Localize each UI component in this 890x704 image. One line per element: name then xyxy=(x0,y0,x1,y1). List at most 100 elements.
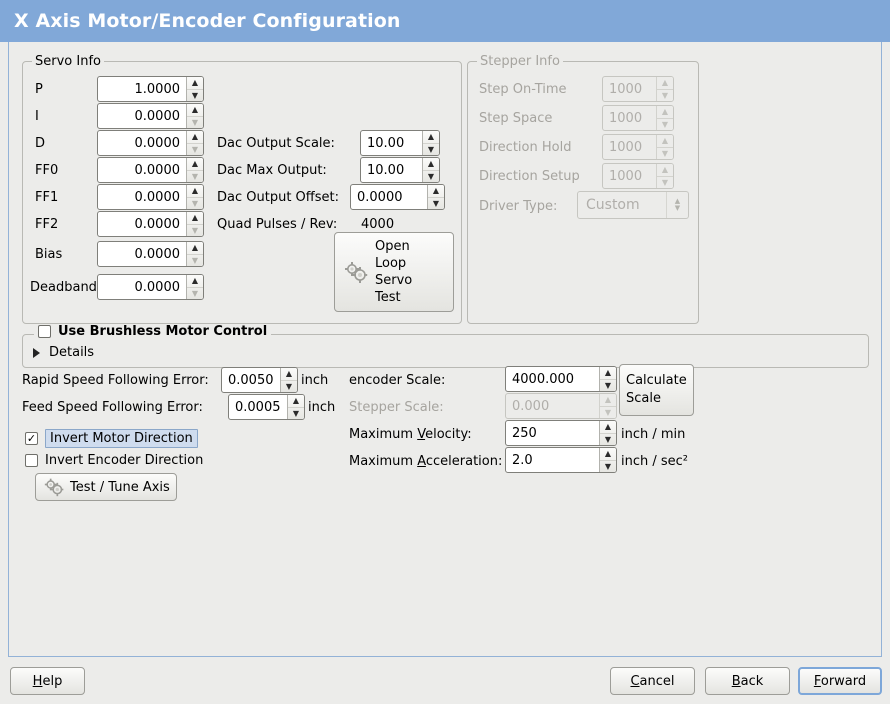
maximum-acceleration-value: 2.0 xyxy=(512,452,533,468)
rapid-speed-spinner[interactable]: ▲ ▼ xyxy=(280,368,297,392)
feed-speed-following-error-input[interactable]: 0.0005 ▲ ▼ xyxy=(228,394,305,420)
servo-input-ff2-spinner[interactable]: ▲ ▼ xyxy=(186,212,203,236)
feed-speed-spinner[interactable]: ▲ ▼ xyxy=(287,395,304,419)
spinner-up-icon[interactable]: ▲ xyxy=(191,186,199,195)
servo-input-deadband[interactable]: 0.0000 ▲ ▼ xyxy=(97,274,204,300)
spinner-up-icon[interactable]: ▲ xyxy=(604,368,612,377)
spinner-down-icon[interactable]: ▼ xyxy=(187,143,203,155)
servo-label-deadband: Deadband xyxy=(30,280,97,295)
encoder-scale-input[interactable]: 4000.000 ▲ ▼ xyxy=(505,366,617,392)
servo-info-frame: Servo Info xyxy=(22,54,462,324)
servo-input-ff1-spinner[interactable]: ▲ ▼ xyxy=(186,185,203,209)
maximum-acceleration-input[interactable]: 2.0 ▲ ▼ xyxy=(505,447,617,473)
rapid-speed-following-error-input[interactable]: 0.0050 ▲ ▼ xyxy=(221,367,298,393)
test-tune-axis-button[interactable]: Test / Tune Axis xyxy=(35,473,177,501)
gears-icon xyxy=(343,260,369,284)
spinner-up-icon[interactable]: ▲ xyxy=(191,78,199,87)
spinner-down-icon[interactable]: ▼ xyxy=(423,143,439,155)
servo-input-ff0-spinner[interactable]: ▲ ▼ xyxy=(186,158,203,182)
spinner-down-icon[interactable]: ▼ xyxy=(187,224,203,236)
servo-input-p-spinner[interactable]: ▲ ▼ xyxy=(186,77,203,101)
step-on-time-label: Step On-Time xyxy=(479,82,567,97)
dac-max-output-spinner[interactable]: ▲ ▼ xyxy=(422,158,439,182)
spinner-up-icon[interactable]: ▲ xyxy=(285,369,293,378)
servo-input-ff0[interactable]: 0.0000 ▲ ▼ xyxy=(97,157,204,183)
stepper-info-frame: Stepper Info xyxy=(467,54,699,324)
dac-max-output-input[interactable]: 10.00 ▲ ▼ xyxy=(360,157,440,183)
servo-input-d-spinner[interactable]: ▲ ▼ xyxy=(186,131,203,155)
spinner-down-icon[interactable]: ▼ xyxy=(600,379,616,391)
spinner-up-icon[interactable]: ▲ xyxy=(604,449,612,458)
servo-label-ff1: FF1 xyxy=(35,190,59,205)
servo-input-bias[interactable]: 0.0000 ▲ ▼ xyxy=(97,241,204,267)
servo-input-i-spinner[interactable]: ▲ ▼ xyxy=(186,104,203,128)
servo-label-d: D xyxy=(35,136,46,151)
dac-output-scale-input[interactable]: 10.00 ▲ ▼ xyxy=(360,130,440,156)
spinner-up-icon[interactable]: ▲ xyxy=(191,276,199,285)
dac-max-output-value: 10.00 xyxy=(367,162,405,178)
maximum-velocity-label: Maximum Velocity: xyxy=(349,427,472,442)
back-button[interactable]: Back xyxy=(705,667,790,695)
spinner-down-icon[interactable]: ▼ xyxy=(428,197,444,209)
spinner-up-icon[interactable]: ▲ xyxy=(191,213,199,222)
maximum-velocity-spinner[interactable]: ▲ ▼ xyxy=(599,421,616,445)
maximum-velocity-input[interactable]: 250 ▲ ▼ xyxy=(505,420,617,446)
help-button[interactable]: Help xyxy=(10,667,85,695)
spinner-up-icon[interactable]: ▲ xyxy=(191,243,199,252)
dac-output-offset-spinner[interactable]: ▲ ▼ xyxy=(427,185,444,209)
dac-output-scale-spinner[interactable]: ▲ ▼ xyxy=(422,131,439,155)
forward-button[interactable]: Forward xyxy=(798,667,882,695)
cancel-button[interactable]: Cancel xyxy=(610,667,695,695)
calculate-scale-button[interactable]: Calculate Scale xyxy=(619,364,694,416)
spinner-down-icon[interactable]: ▼ xyxy=(187,89,203,101)
spinner-down-icon[interactable]: ▼ xyxy=(600,433,616,445)
spinner-up-icon[interactable]: ▲ xyxy=(191,132,199,141)
spinner-up-icon[interactable]: ▲ xyxy=(191,159,199,168)
spinner-down-icon[interactable]: ▼ xyxy=(187,116,203,128)
use-brushless-motor-control-checkbox[interactable]: Use Brushless Motor Control xyxy=(34,324,272,339)
details-expander[interactable]: Details xyxy=(33,345,94,360)
servo-input-i[interactable]: 0.0000 ▲ ▼ xyxy=(97,103,204,129)
invert-motor-direction-checkbox[interactable]: ✓ Invert Motor Direction xyxy=(25,429,198,448)
servo-input-ff2[interactable]: 0.0000 ▲ ▼ xyxy=(97,211,204,237)
dac-output-offset-input[interactable]: 0.0000 ▲ ▼ xyxy=(350,184,445,210)
driver-type-value: Custom xyxy=(586,197,640,213)
spinner-up-icon[interactable]: ▲ xyxy=(432,186,440,195)
open-loop-servo-test-button[interactable]: Open Loop Servo Test xyxy=(334,232,454,312)
stepper-scale-label: Stepper Scale: xyxy=(349,400,444,415)
chevron-right-icon[interactable] xyxy=(33,347,40,358)
spinner-up-icon[interactable]: ▲ xyxy=(191,105,199,114)
servo-input-ff0-value: 0.0000 xyxy=(134,162,181,178)
spinner-down-icon[interactable]: ▼ xyxy=(423,170,439,182)
encoder-scale-spinner[interactable]: ▲ ▼ xyxy=(599,367,616,391)
servo-input-p-value: 1.0000 xyxy=(134,81,181,97)
spinner-down-icon[interactable]: ▼ xyxy=(600,460,616,472)
servo-input-p[interactable]: 1.0000 ▲ ▼ xyxy=(97,76,204,102)
spinner-down-icon[interactable]: ▼ xyxy=(187,170,203,182)
spinner-down-icon[interactable]: ▼ xyxy=(288,407,304,419)
servo-input-ff1[interactable]: 0.0000 ▲ ▼ xyxy=(97,184,204,210)
spinner-down-icon[interactable]: ▼ xyxy=(187,254,203,266)
servo-input-bias-spinner[interactable]: ▲ ▼ xyxy=(186,242,203,266)
servo-input-d[interactable]: 0.0000 ▲ ▼ xyxy=(97,130,204,156)
quad-pulses-label: Quad Pulses / Rev: xyxy=(217,217,338,232)
spinner-up-icon: ▲ xyxy=(604,395,612,404)
servo-input-deadband-spinner[interactable]: ▲ ▼ xyxy=(186,275,203,299)
checkbox-box[interactable] xyxy=(25,454,38,467)
spinner-down-icon[interactable]: ▼ xyxy=(281,380,297,392)
spinner-up-icon[interactable]: ▲ xyxy=(427,159,435,168)
driver-type-label: Driver Type: xyxy=(479,199,558,214)
spinner-up-icon[interactable]: ▲ xyxy=(292,396,300,405)
step-space-spinner: ▲ ▼ xyxy=(656,106,673,130)
dac-output-offset-label: Dac Output Offset: xyxy=(217,190,339,205)
checkbox-box[interactable]: ✓ xyxy=(25,432,38,445)
invert-encoder-direction-checkbox[interactable]: Invert Encoder Direction xyxy=(25,453,203,468)
stepper-info-legend: Stepper Info xyxy=(477,54,563,69)
spinner-down-icon[interactable]: ▼ xyxy=(187,197,203,209)
spinner-up-icon[interactable]: ▲ xyxy=(604,422,612,431)
spinner-down-icon[interactable]: ▼ xyxy=(187,287,203,299)
maximum-velocity-value: 250 xyxy=(512,425,537,441)
maximum-acceleration-spinner[interactable]: ▲ ▼ xyxy=(599,448,616,472)
spinner-up-icon[interactable]: ▲ xyxy=(427,132,435,141)
checkbox-box[interactable] xyxy=(38,325,51,338)
